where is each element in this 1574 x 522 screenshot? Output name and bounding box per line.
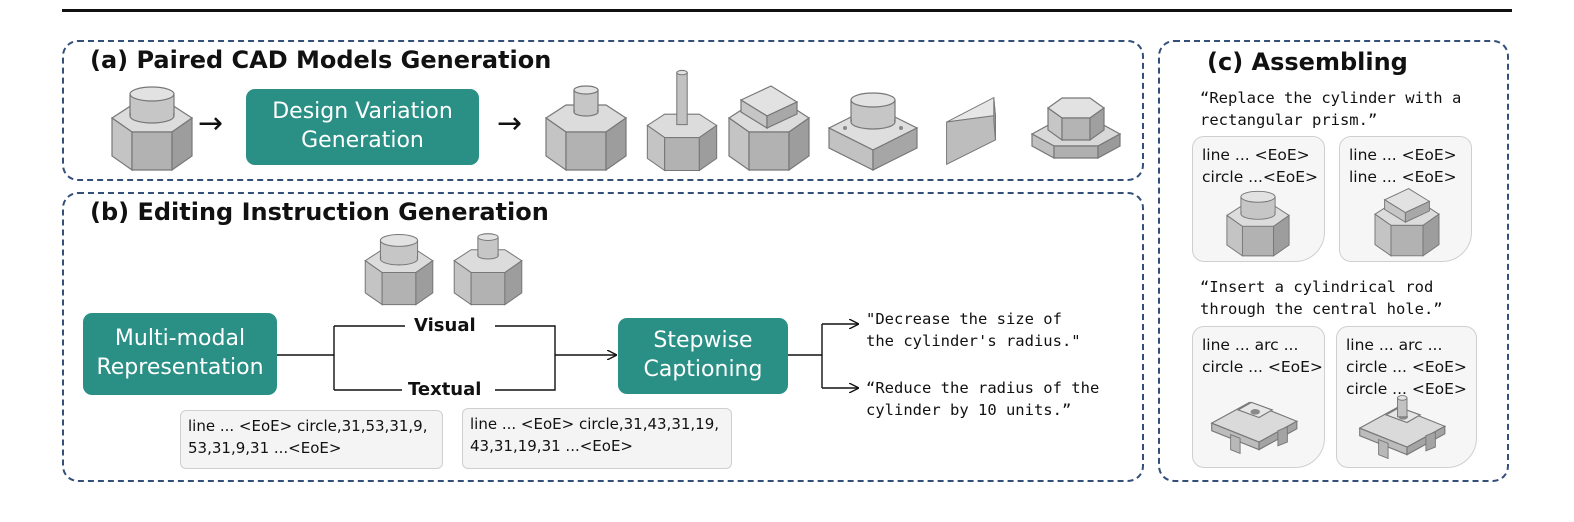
hex-prism-model-icon xyxy=(1374,188,1440,257)
panel-c xyxy=(1158,40,1509,482)
source-code-box: line ... <EoE> circle,31,53,31,9, 53,31,… xyxy=(180,410,443,469)
assembly-card-2: line ... <EoE> line ... <EoE> xyxy=(1339,136,1472,262)
top-rule xyxy=(62,9,1512,12)
assembly-instruction-1: “Replace the cylinder with a rectangular… xyxy=(1200,89,1462,130)
stepwise-captioning-box: Stepwise Captioning xyxy=(618,318,788,394)
assembly-card-3: line ... arc ... circle ... <EoE> xyxy=(1192,326,1325,468)
arrow-from-variation: → xyxy=(497,106,523,141)
design-variation-box: Design Variation Generation xyxy=(246,89,479,165)
panel-b xyxy=(62,192,1144,482)
assembly-card-4: line ... arc ... circle ... <EoE> circle… xyxy=(1336,326,1477,468)
visual-label: Visual xyxy=(414,315,476,336)
assembly-card-2-text: line ... <EoE> line ... <EoE> xyxy=(1349,146,1457,186)
assembly-card-1: line ... <EoE> circle ...<EoE> xyxy=(1192,136,1325,262)
panel-b-title: (b) Editing Instruction Generation xyxy=(90,198,549,226)
panel-a xyxy=(62,40,1144,181)
assembly-card-1-text: line ... <EoE> circle ...<EoE> xyxy=(1202,146,1318,186)
multimodal-representation-box: Multi-modal Representation xyxy=(83,313,277,395)
target-code-box: line ... <EoE> circle,31,43,31,19, 43,31… xyxy=(462,408,732,469)
panel-a-title: (a) Paired CAD Models Generation xyxy=(90,46,552,74)
instruction-text-1: "Decrease the size of the cylinder's rad… xyxy=(866,310,1081,351)
hex-cylinder-model-icon xyxy=(1226,190,1290,257)
textual-label: Textual xyxy=(408,379,482,400)
bracket-with-rod-model-icon xyxy=(1359,395,1446,459)
assembly-card-3-text: line ... arc ... circle ... <EoE> xyxy=(1202,336,1323,376)
assembly-card-4-text: line ... arc ... circle ... <EoE> circle… xyxy=(1346,336,1467,398)
arrow-to-variation: → xyxy=(198,106,224,141)
panel-c-title: (c) Assembling xyxy=(1207,48,1408,76)
instruction-text-2: “Reduce the radius of the cylinder by 10… xyxy=(866,379,1100,420)
assembly-instruction-2: “Insert a cylindrical rod through the ce… xyxy=(1200,278,1443,319)
bracket-model-icon xyxy=(1211,401,1298,454)
